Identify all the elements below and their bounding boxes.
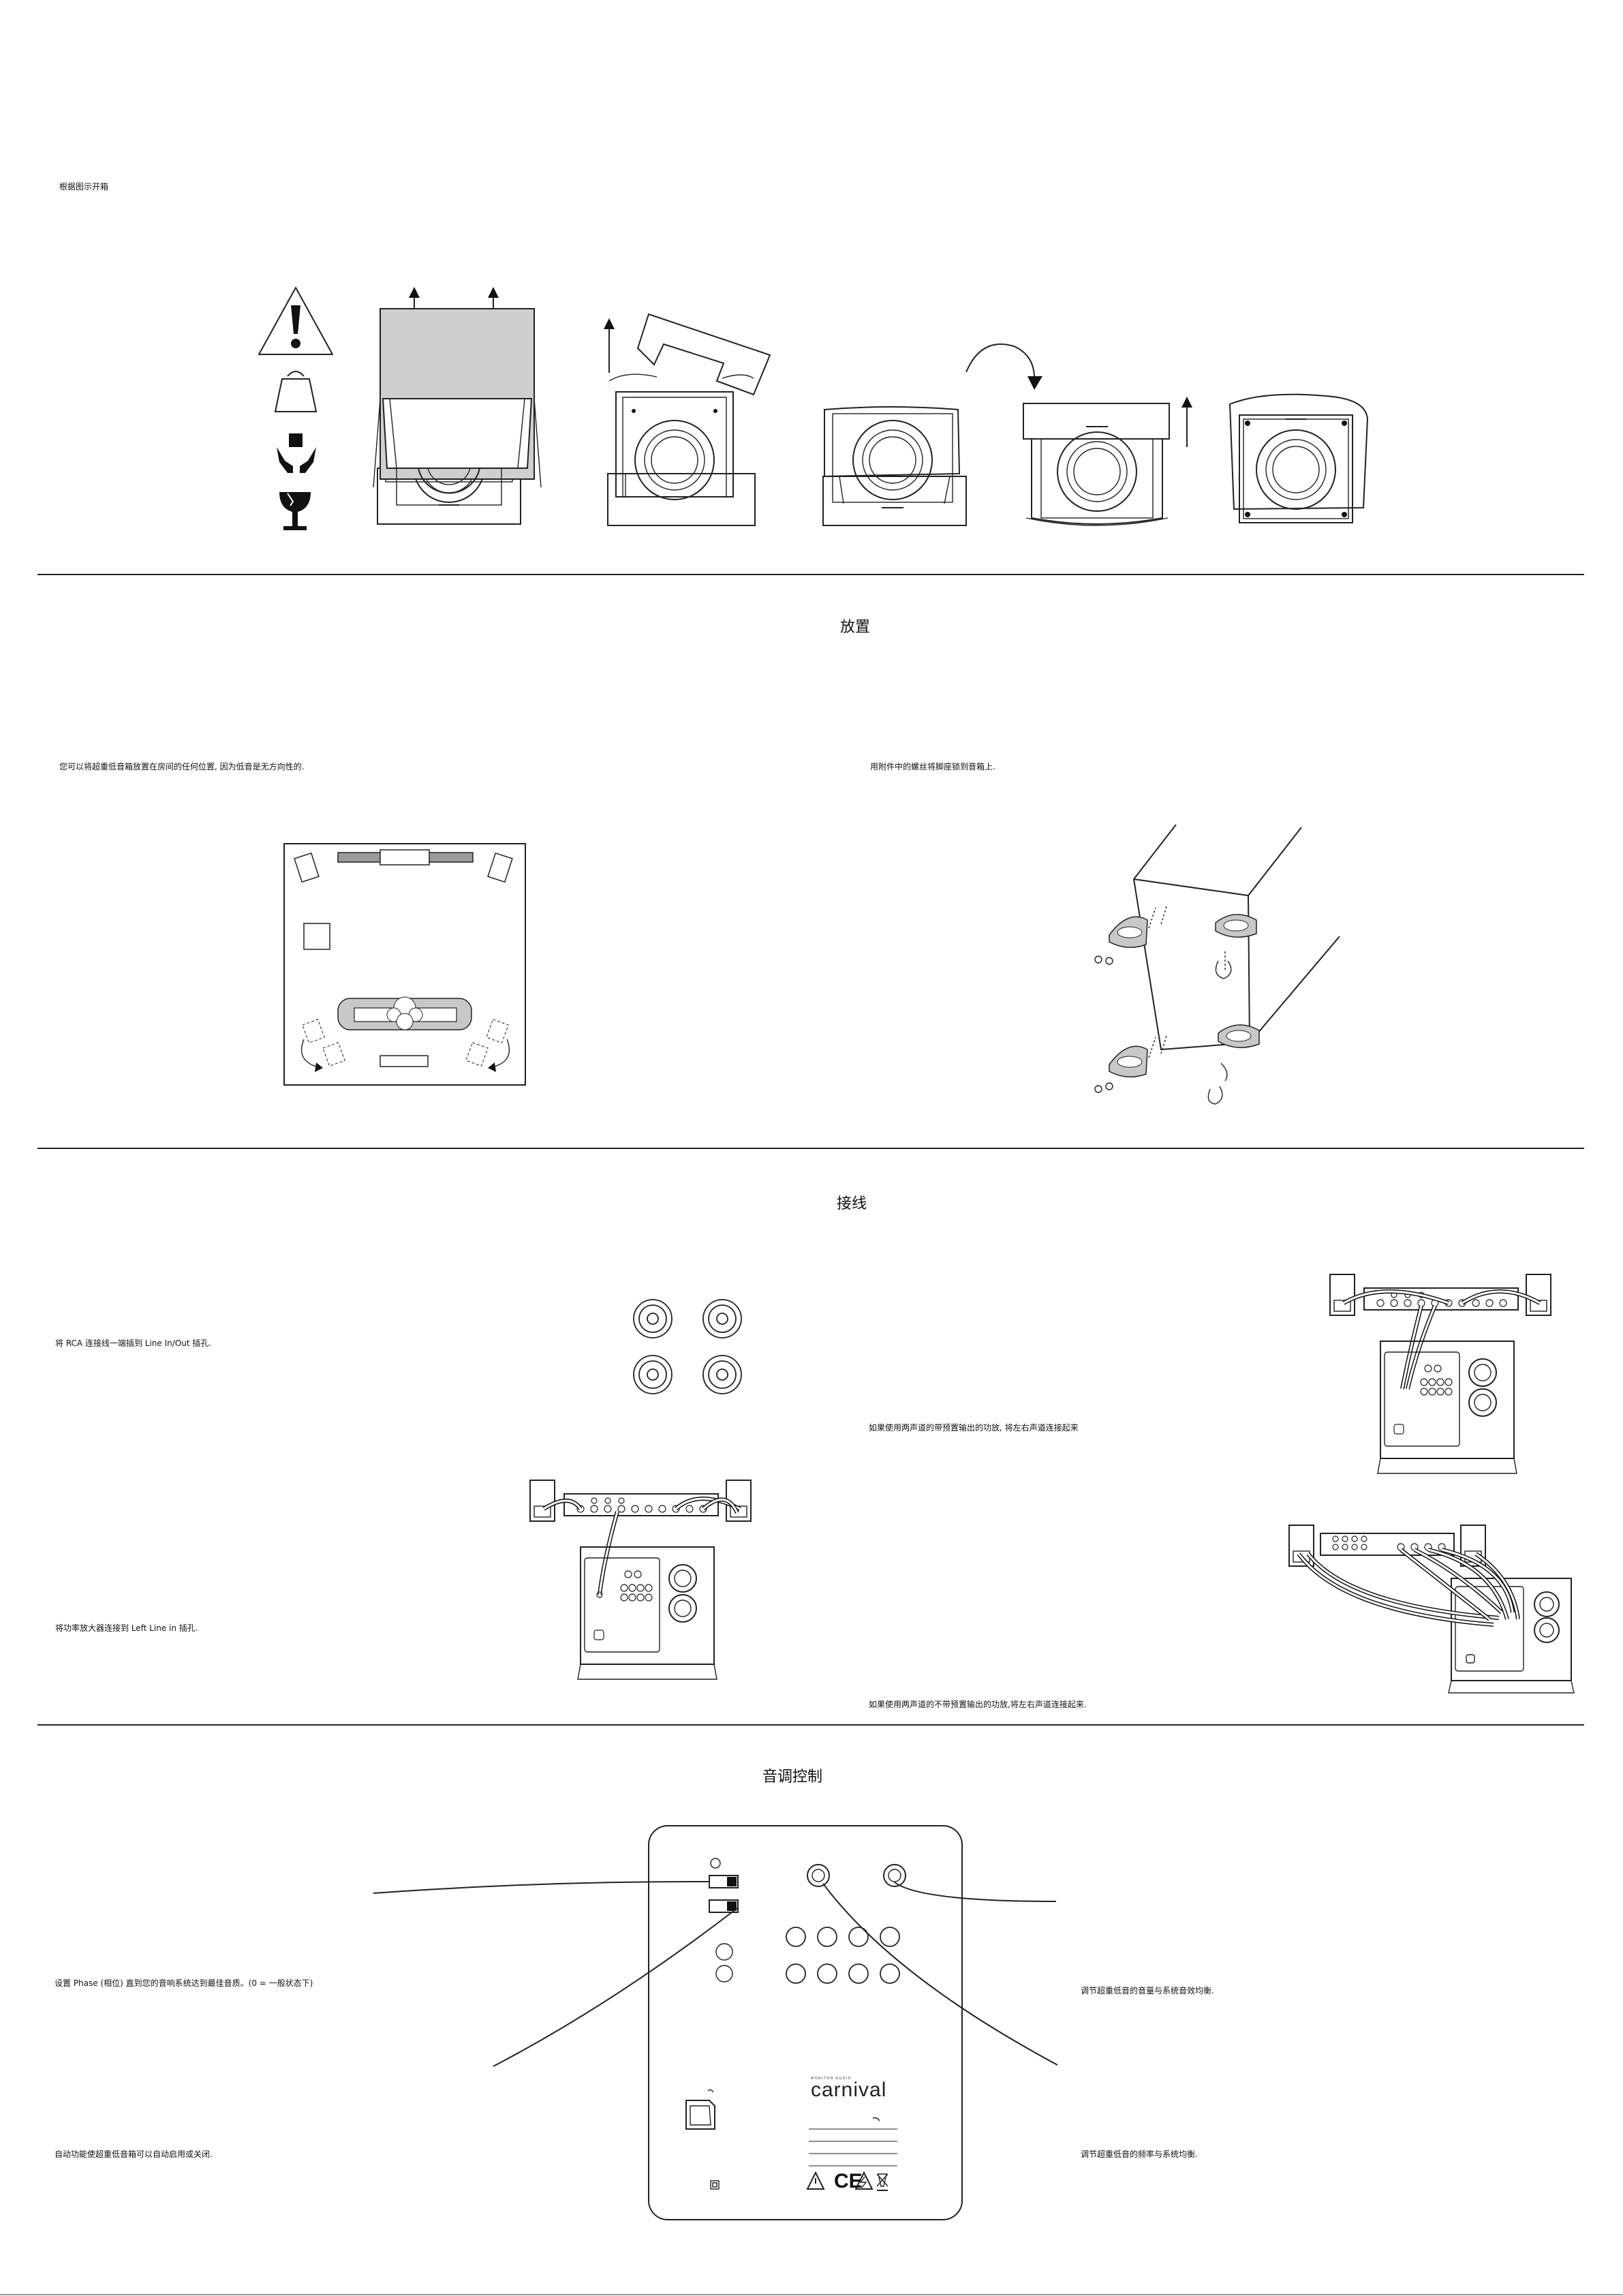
wiring-caption-amp: 将功率放大器连接到 Left Line in 插孔. <box>55 1623 198 1633</box>
wiring-caption-no-preout: 如果使用两声道的不带预置输出的功放,将左右声道连接起来. <box>869 1700 1087 1709</box>
unpack-step-5 <box>1228 393 1369 523</box>
unpack-step-1 <box>373 287 542 525</box>
feet-attachment-diagram <box>1094 824 1340 1105</box>
tone-caption-frequency: 调节超重低音的频率与系统均衡. <box>1081 2149 1198 2159</box>
divider-1 <box>37 574 1584 575</box>
placement-right-caption: 用附件中的螺丝将脚座锁到音箱上. <box>870 762 995 771</box>
divider-2 <box>37 1148 1584 1149</box>
page-bottom-edge <box>0 2294 1623 2295</box>
divider-3 <box>37 1724 1584 1726</box>
brand-top-text: MONITOR AUDIO <box>811 2077 852 2081</box>
wiring-diagram-no-preout <box>1288 1525 1575 1694</box>
wiring-title: 接线 <box>837 1195 867 1212</box>
foot-upper-right <box>1215 914 1257 979</box>
tone-caption-phase: 设置 Phase (相位) 直到您的音响系统达到最佳音质。(0 = 一般状态下) <box>55 1978 313 1988</box>
ce-mark: CE <box>834 2170 863 2192</box>
foot-lower-left <box>1094 1035 1167 1093</box>
foot-lower-right <box>1207 1024 1260 1105</box>
wiring-caption-rca: 将 RCA 连接线一端插到 Line In/Out 插孔. <box>55 1338 212 1348</box>
tone-caption-auto: 自动功能使超重低音箱可以自动启用或关闭. <box>55 2149 213 2159</box>
unpack-step-4 <box>965 343 1192 526</box>
room-placement-diagram <box>283 843 526 1086</box>
handle-with-care-icon <box>277 433 316 473</box>
foot-upper-left <box>1094 906 1167 965</box>
wiring-diagram-preout <box>1329 1274 1551 1474</box>
rca-jacks <box>633 1299 742 1394</box>
unpack-step-2 <box>604 313 771 526</box>
brand-logo: carnival <box>811 2079 887 2101</box>
frequency-knob <box>883 1864 906 1887</box>
unpack-step-3 <box>822 406 967 526</box>
placement-title: 放置 <box>840 619 871 636</box>
fragile-glass-icon <box>279 492 311 530</box>
volume-knob <box>807 1864 830 1887</box>
wiring-caption-preout: 如果使用两声道的带预置输出的功放, 将左右声道连接起来 <box>869 1423 1079 1433</box>
auto-switch <box>709 1899 739 1913</box>
unpack-caption: 根据图示开箱 <box>59 182 109 192</box>
wiring-diagram-amp <box>529 1480 752 1680</box>
warning-icon <box>258 287 333 355</box>
weight-icon <box>274 371 318 412</box>
tone-title: 音调控制 <box>762 1769 823 1786</box>
rear-panel <box>648 1825 963 2220</box>
placement-left-caption: 您可以将超重低音箱放置在房间的任何位置, 因为低音是无方向性的. <box>59 762 305 771</box>
tone-caption-volume: 调节超重低音的音量与系统音效均衡. <box>1081 1986 1214 1995</box>
